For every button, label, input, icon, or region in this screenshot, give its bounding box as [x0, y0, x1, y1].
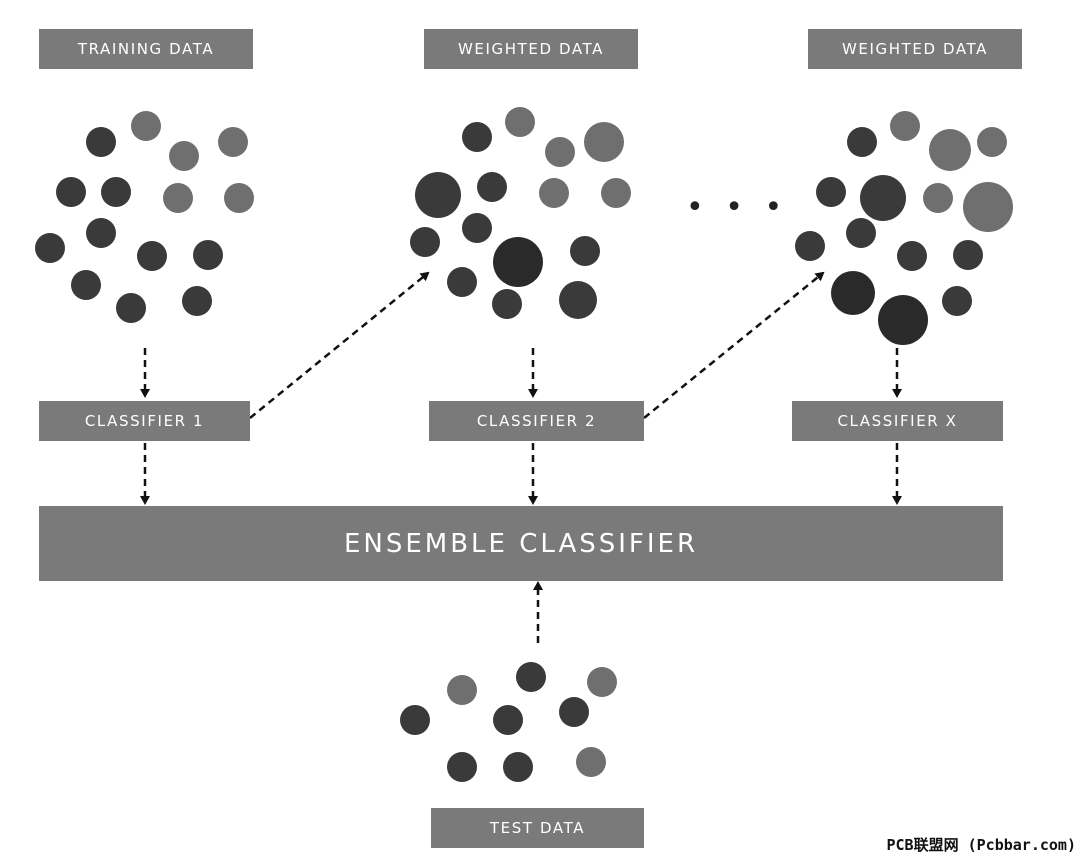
test-data-cluster: [400, 662, 617, 782]
weighted-data-label-2: WEIGHTED DATA: [808, 29, 1022, 69]
training-data-label: TRAINING DATA: [39, 29, 253, 69]
weighted-data-label-1: WEIGHTED DATA: [424, 29, 638, 69]
arrow-classifier-2-to-weighted-2: [643, 271, 825, 419]
test-data-label: TEST DATA: [431, 808, 644, 848]
ellipsis: • • •: [686, 190, 789, 225]
arrow-classifier-1-to-weighted-1: [249, 271, 430, 419]
classifier-1-box: CLASSIFIER 1: [39, 401, 250, 441]
watermark: PCB联盟网 (Pcbbar.com): [886, 836, 1077, 854]
ensemble-classifier-box: ENSEMBLE CLASSIFIER: [39, 506, 1003, 581]
weighted-data-cluster-2: [795, 111, 1013, 345]
arrows: [140, 271, 902, 643]
training-data-cluster: [35, 111, 254, 323]
classifier-2-box: CLASSIFIER 2: [429, 401, 644, 441]
classifier-x-box: CLASSIFIER X: [792, 401, 1003, 441]
weighted-data-cluster-1: [410, 107, 631, 319]
